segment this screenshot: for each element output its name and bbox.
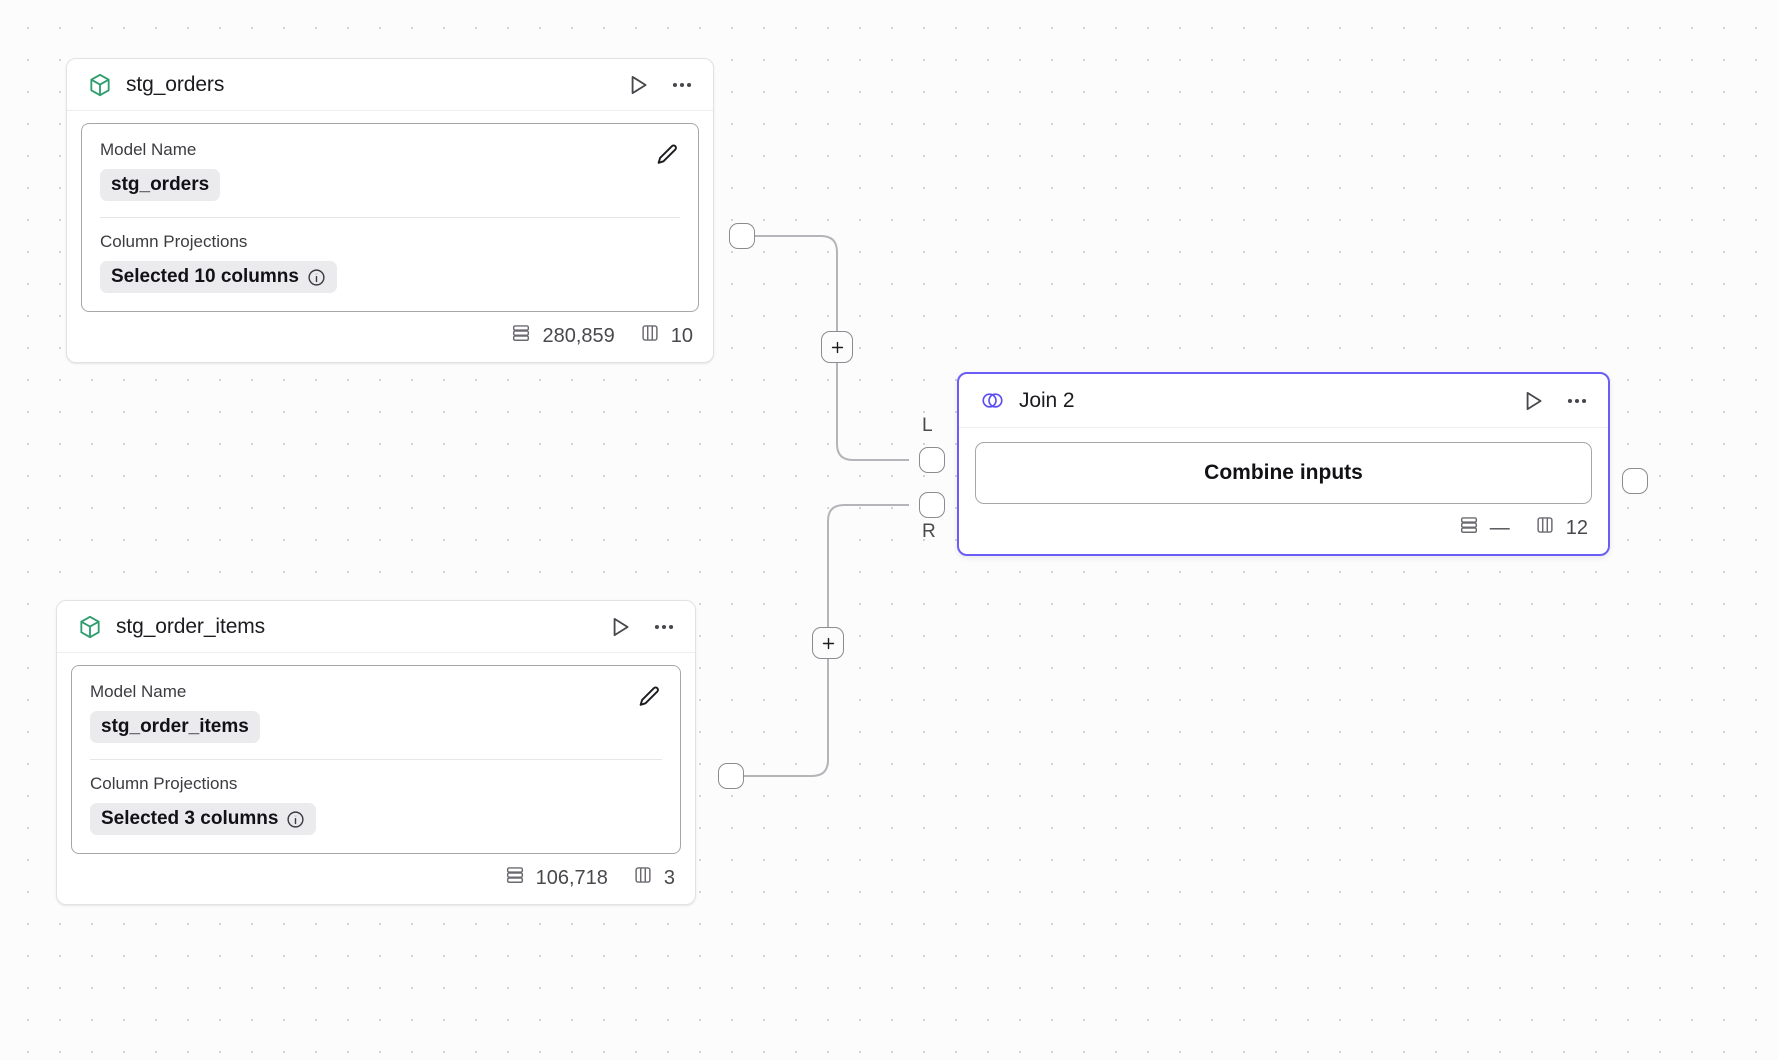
column-count-stat: 10 — [639, 322, 693, 350]
column-projections-row: Column Projections Selected 10 columns — [100, 232, 680, 293]
columns-value: 10 — [670, 324, 693, 347]
input-port-join-left[interactable] — [919, 447, 945, 473]
column-projections-label: Column Projections — [100, 232, 248, 251]
column-projections-row: Column Projections Selected 3 columns — [90, 774, 662, 835]
row-count-stat: 280,859 — [510, 322, 615, 350]
columns-value: 12 — [1565, 516, 1588, 539]
node-footer: 106,718 3 — [57, 854, 695, 904]
node-header: stg_orders — [67, 59, 713, 111]
node-body: Combine inputs — [959, 428, 1608, 504]
panel-divider — [90, 759, 662, 760]
rows-icon — [1458, 514, 1480, 542]
edit-pencil-icon[interactable] — [635, 684, 662, 711]
columns-icon — [632, 864, 654, 892]
column-projections-text: Selected 3 columns — [101, 808, 279, 829]
model-name-row: Model Name stg_order_items — [90, 682, 662, 743]
model-config-panel: Model Name stg_orders Column Projections… — [81, 123, 699, 312]
model-name-label: Model Name — [90, 682, 187, 701]
model-name-label: Model Name — [100, 140, 197, 159]
node-title: stg_order_items — [116, 614, 266, 638]
rows-icon — [510, 322, 532, 350]
add-node-on-wire-button-lower[interactable] — [812, 627, 844, 659]
combine-inputs-button[interactable]: Combine inputs — [975, 442, 1592, 504]
node-header-actions — [1520, 388, 1590, 414]
row-count-stat: 106,718 — [504, 864, 608, 892]
edit-pencil-icon[interactable] — [653, 142, 680, 169]
output-port-stg-orders[interactable] — [729, 223, 755, 249]
node-body: Model Name stg_order_items Column Projec… — [57, 653, 695, 854]
model-config-panel: Model Name stg_order_items Column Projec… — [71, 665, 681, 854]
node-title: Join 2 — [1019, 388, 1075, 412]
node-stg-order-items[interactable]: stg_order_items — [56, 600, 696, 905]
column-projections-value[interactable]: Selected 3 columns — [90, 803, 317, 835]
input-port-label-right: R — [922, 521, 936, 542]
node-join-2[interactable]: Join 2 Combine inputs — [957, 372, 1610, 556]
row-count-stat: — — [1458, 514, 1510, 542]
cube-icon — [77, 614, 103, 640]
rows-value: 280,859 — [542, 324, 615, 347]
node-header: Join 2 — [959, 374, 1608, 428]
input-port-label-left: L — [922, 415, 933, 436]
node-title: stg_orders — [126, 72, 225, 96]
panel-divider — [100, 217, 680, 218]
column-count-stat: 3 — [632, 864, 675, 892]
info-icon[interactable] — [286, 810, 305, 829]
node-footer: — 12 — [959, 504, 1608, 554]
run-play-icon[interactable] — [607, 614, 633, 640]
more-options-icon[interactable] — [651, 614, 677, 640]
node-header-actions — [625, 72, 695, 98]
column-projections-text: Selected 10 columns — [111, 266, 299, 287]
run-play-icon[interactable] — [1520, 388, 1546, 414]
rows-value: — — [1489, 516, 1510, 539]
node-header-actions — [607, 614, 677, 640]
columns-icon — [639, 322, 661, 350]
model-name-row: Model Name stg_orders — [100, 140, 680, 201]
more-options-icon[interactable] — [1564, 388, 1590, 414]
rows-value: 106,718 — [535, 866, 608, 889]
cube-icon — [87, 72, 113, 98]
columns-icon — [1534, 514, 1556, 542]
node-body: Model Name stg_orders Column Projections… — [67, 111, 713, 312]
join-circles-icon — [979, 387, 1006, 414]
output-port-join-2[interactable] — [1622, 468, 1648, 494]
node-footer: 280,859 10 — [67, 312, 713, 362]
output-port-stg-order-items[interactable] — [718, 763, 744, 789]
node-header: stg_order_items — [57, 601, 695, 653]
column-count-stat: 12 — [1534, 514, 1588, 542]
model-name-value[interactable]: stg_order_items — [90, 711, 260, 743]
run-play-icon[interactable] — [625, 72, 651, 98]
column-projections-value[interactable]: Selected 10 columns — [100, 261, 337, 293]
more-options-icon[interactable] — [669, 72, 695, 98]
rows-icon — [504, 864, 526, 892]
info-icon[interactable] — [307, 268, 326, 287]
column-projections-label: Column Projections — [90, 774, 238, 793]
columns-value: 3 — [663, 866, 675, 889]
node-stg-orders[interactable]: stg_orders — [66, 58, 714, 363]
input-port-join-right[interactable] — [919, 492, 945, 518]
model-name-value[interactable]: stg_orders — [100, 169, 221, 201]
add-node-on-wire-button-upper[interactable] — [821, 331, 853, 363]
